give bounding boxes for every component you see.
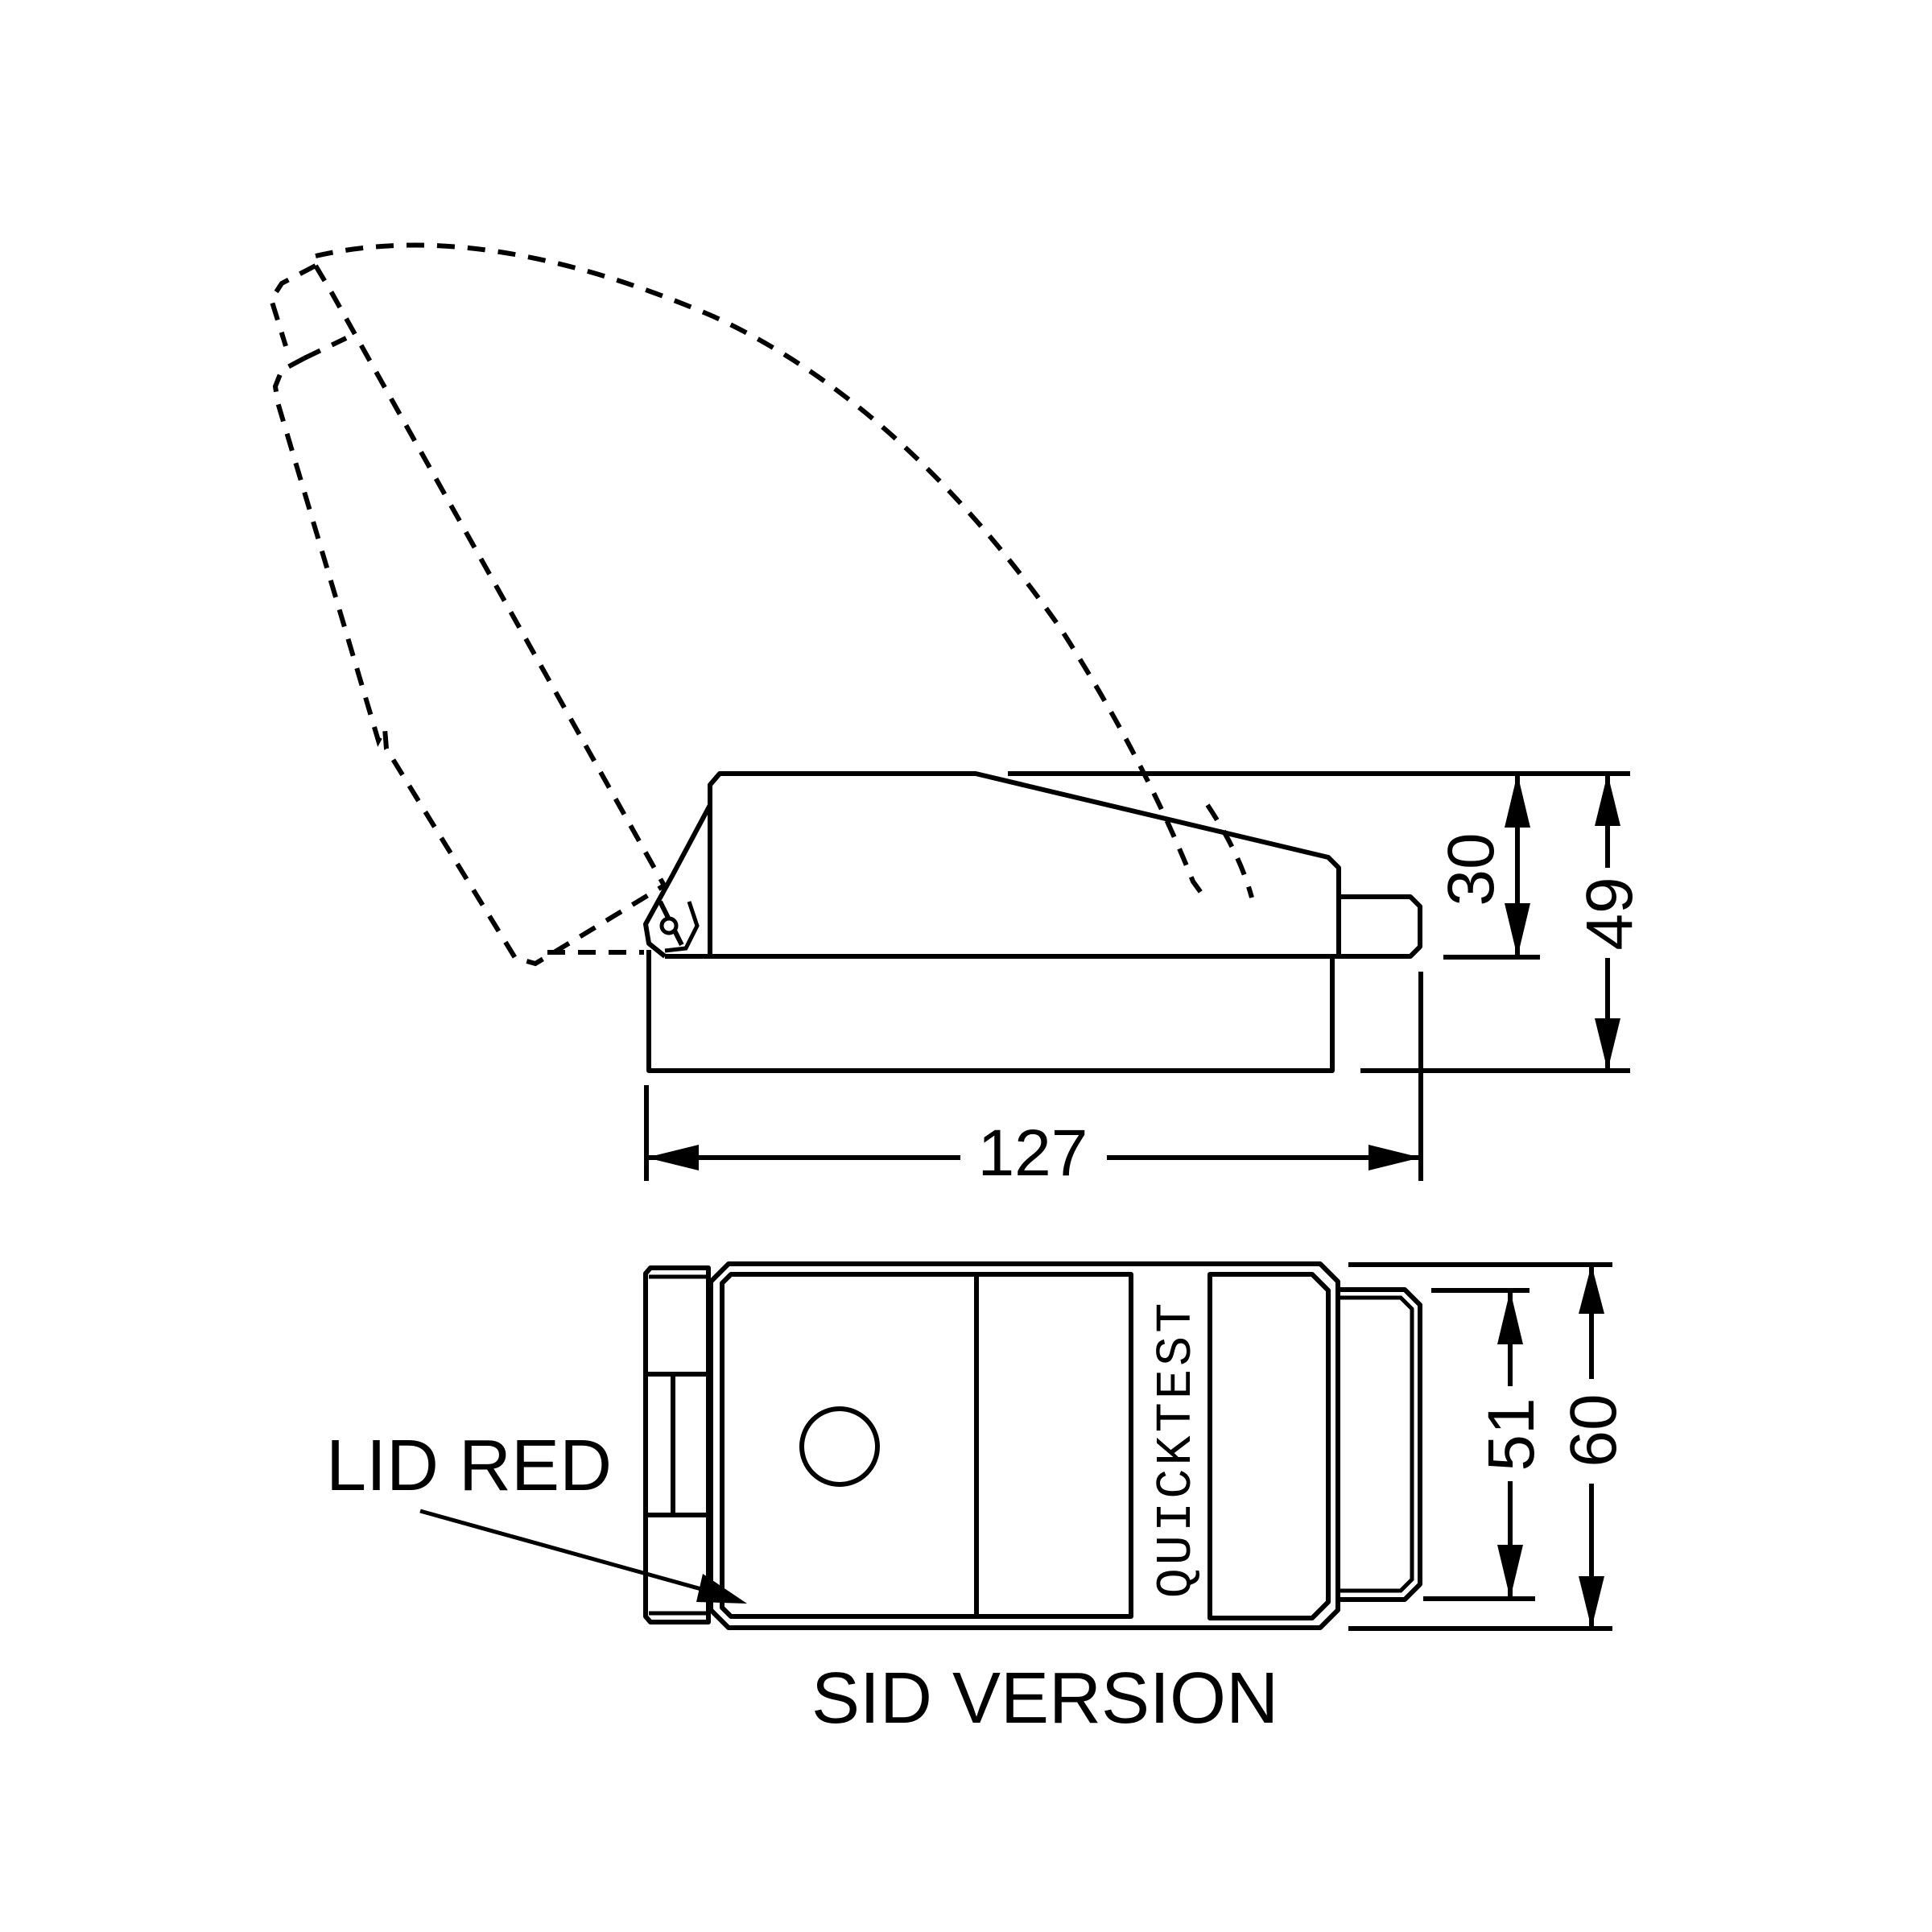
arrow-down-icon	[1595, 1018, 1620, 1071]
callout-leader	[419, 1509, 725, 1598]
top-view: QUICKTEST LID RED 51 60	[326, 1261, 1630, 1739]
product-marking: QUICKTEST	[1148, 1300, 1205, 1599]
callout-arrow-icon	[696, 1574, 747, 1604]
arrow-up-icon	[1579, 1265, 1604, 1314]
arrow-down-icon	[1579, 1576, 1604, 1629]
dimension-49: 49	[1573, 774, 1646, 1071]
hinge-pivot-icon	[659, 916, 679, 935]
dimension-label-60: 60	[1557, 1393, 1630, 1467]
dimension-60: 60	[1557, 1265, 1630, 1629]
side-view: 127 30 49	[268, 242, 1646, 1190]
lid-closed-outline	[708, 771, 1341, 956]
arrow-right-icon	[1368, 1145, 1421, 1170]
arrow-left-icon	[646, 1145, 699, 1170]
lid-panel	[720, 1272, 1133, 1619]
plug-top-inner	[1340, 1295, 1414, 1593]
hinge-block	[643, 1265, 711, 1624]
dimension-127: 127	[646, 1117, 1421, 1190]
dimension-label-127: 127	[978, 1117, 1088, 1190]
plug-side	[1339, 894, 1422, 959]
lid-right-edge	[313, 264, 667, 887]
drawing-title: SID VERSION	[811, 1658, 1278, 1739]
open-lid-phantom	[268, 242, 1254, 967]
arrow-up-icon	[1595, 774, 1620, 826]
base-box	[646, 950, 1335, 1073]
dimension-label-51: 51	[1475, 1397, 1548, 1471]
dimension-30: 30	[1435, 774, 1530, 957]
lid-left-edge	[272, 356, 666, 967]
callout-label: LID RED	[326, 1426, 612, 1506]
dimension-51: 51	[1475, 1290, 1548, 1599]
arrow-up-icon	[1497, 1290, 1523, 1344]
lid-swing-arc-end	[1205, 803, 1254, 898]
body-outline	[708, 1261, 1340, 1630]
lid-swing-arc	[315, 242, 1210, 903]
lid-step	[303, 336, 348, 361]
hinge-knuckle-back	[664, 901, 700, 953]
hinge-knuckle	[643, 803, 712, 959]
right-panel	[1208, 1272, 1331, 1620]
arrow-up-icon	[1505, 774, 1530, 828]
indicator-circle-icon	[799, 1406, 880, 1487]
dimension-label-49: 49	[1573, 877, 1646, 950]
plug-top	[1338, 1287, 1422, 1602]
dimension-label-30: 30	[1435, 832, 1508, 906]
arrow-down-icon	[1497, 1545, 1523, 1599]
arrow-down-icon	[1505, 903, 1530, 957]
lid-hinge-line	[658, 900, 687, 952]
lid-tip	[268, 263, 317, 347]
